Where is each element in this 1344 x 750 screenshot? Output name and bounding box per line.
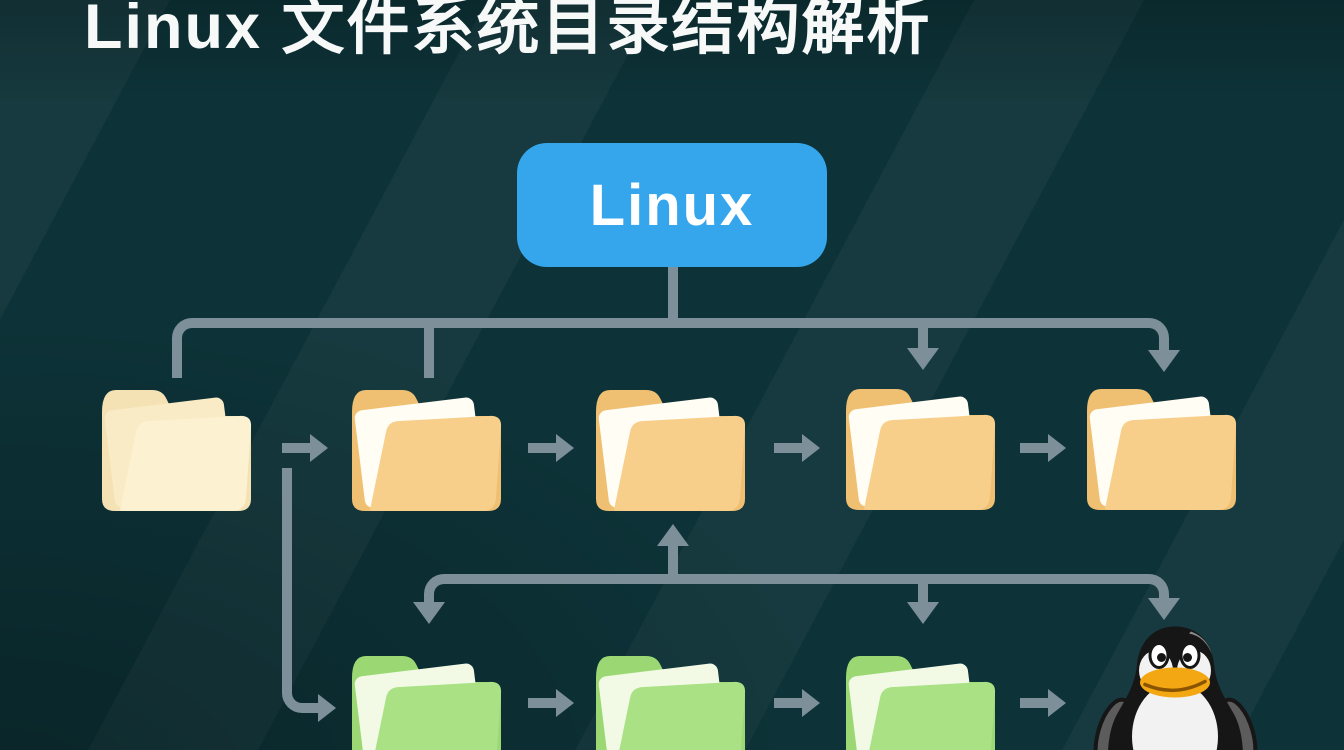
connector-bottom-trunk-left-elbow — [424, 574, 470, 604]
flow-arrow-bottom-3-icon — [1020, 698, 1048, 708]
connector-left-branch-elbow — [282, 666, 322, 713]
arrowhead-down-folder5-icon — [1148, 350, 1180, 372]
flow-arrow-top-1-icon — [282, 443, 310, 453]
flow-arrow-top-4-icon — [1020, 443, 1048, 453]
arrowhead-down-green1-icon — [413, 602, 445, 624]
folder-node-top-2-icon — [342, 372, 517, 514]
flow-arrow-bottom-1-icon — [528, 698, 556, 708]
connector-up-stem-folder3 — [668, 546, 678, 576]
folder-node-bottom-1-icon — [342, 638, 517, 750]
root-node-label: Linux — [589, 172, 755, 238]
arrowhead-right-green1-icon — [318, 694, 336, 722]
flow-arrow-top-3-icon — [774, 443, 802, 453]
connector-drop-folder2 — [424, 322, 434, 378]
flow-arrow-top-2-icon — [528, 443, 556, 453]
folder-node-bottom-3-icon — [836, 638, 1011, 750]
connector-top-trunk-right-elbow — [1127, 318, 1169, 352]
folder-node-top-5-icon — [1077, 371, 1252, 513]
arrowhead-up-folder3-icon — [657, 524, 689, 546]
arrowhead-down-folder4-icon — [907, 348, 939, 370]
flow-arrow-bottom-2-icon — [774, 698, 802, 708]
tux-penguin-icon — [1093, 620, 1258, 750]
root-node-linux: Linux — [517, 143, 827, 267]
page-title: Linux 文件系统目录结构解析 — [84, 0, 932, 62]
connector-root-stem — [668, 267, 678, 323]
arrowhead-down-green3-icon — [907, 602, 939, 624]
connector-top-trunk-left-elbow — [172, 318, 222, 378]
connector-top-trunk — [218, 318, 1132, 328]
folder-node-bottom-2-icon — [586, 638, 761, 750]
connector-left-branch — [282, 468, 292, 670]
connector-bottom-trunk — [466, 574, 1132, 584]
connector-bottom-trunk-right-elbow — [1127, 574, 1169, 600]
folder-node-top-3-icon — [586, 372, 761, 514]
folder-node-top-1-icon — [92, 372, 267, 514]
connector-drop-folder4 — [918, 322, 928, 350]
connector-drop-green3 — [918, 584, 928, 604]
folder-node-top-4-icon — [836, 371, 1011, 513]
arrowhead-down-penguin-icon — [1148, 598, 1180, 620]
